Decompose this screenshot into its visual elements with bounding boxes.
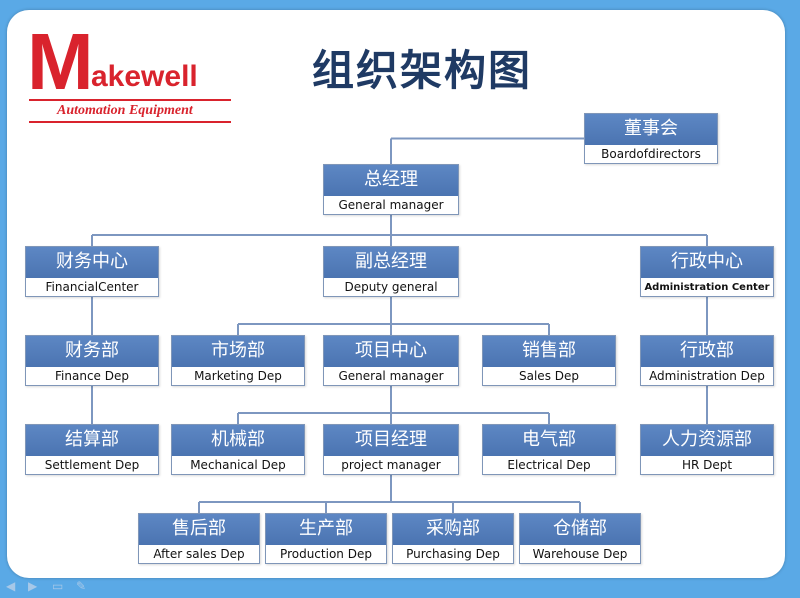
org-node-cn-label: 副总经理 bbox=[324, 247, 458, 278]
org-node-warehouse: 仓储部 Warehouse Dep bbox=[519, 513, 641, 564]
org-node-cn-label: 结算部 bbox=[26, 425, 158, 456]
slide-canvas: M akewell Automation Equipment 组织架构图 董事会… bbox=[7, 10, 785, 578]
arrow-left-icon[interactable]: ◀ bbox=[6, 579, 16, 593]
org-node-cn-label: 行政部 bbox=[641, 336, 773, 367]
org-node-en-label: After sales Dep bbox=[153, 547, 245, 561]
org-node-en-label: Electrical Dep bbox=[507, 458, 591, 472]
logo-rule-bottom bbox=[29, 121, 231, 123]
org-node-en-label: HR Dept bbox=[681, 458, 733, 472]
org-node-cn-label: 总经理 bbox=[324, 165, 458, 196]
slide-nav[interactable]: ◀ ▶ ▭ ✎ bbox=[0, 578, 100, 596]
slide-icon[interactable]: ▭ bbox=[52, 579, 64, 593]
org-node-cn-label: 电气部 bbox=[483, 425, 615, 456]
org-node-cn-label: 仓储部 bbox=[520, 514, 640, 545]
org-node-deputy: 副总经理 Deputy general bbox=[323, 246, 459, 297]
org-node-project-center: 项目中心 General manager bbox=[323, 335, 459, 386]
org-node-marketing: 市场部 Marketing Dep bbox=[171, 335, 305, 386]
org-node-en-label: Administration Center bbox=[644, 282, 770, 293]
org-node-after-sales: 售后部 After sales Dep bbox=[138, 513, 260, 564]
arrow-right-icon[interactable]: ▶ bbox=[28, 579, 38, 593]
org-node-gm: 总经理 General manager bbox=[323, 164, 459, 215]
org-node-en-label: Mechanical Dep bbox=[190, 458, 286, 472]
org-node-board: 董事会 Boardofdirectors bbox=[584, 113, 718, 164]
chart-title: 组织架构图 bbox=[312, 46, 533, 95]
org-node-cn-label: 项目中心 bbox=[324, 336, 458, 367]
org-node-mechanical: 机械部 Mechanical Dep bbox=[171, 424, 305, 475]
org-node-cn-label: 市场部 bbox=[172, 336, 304, 367]
org-node-finance-dep: 财务部 Finance Dep bbox=[25, 335, 159, 386]
org-node-cn-label: 采购部 bbox=[393, 514, 513, 545]
org-node-purchasing: 采购部 Purchasing Dep bbox=[392, 513, 514, 564]
logo-tagline: Automation Equipment bbox=[57, 103, 193, 118]
org-node-en-label: Production Dep bbox=[280, 547, 372, 561]
org-node-finance-center: 财务中心 FinancialCenter bbox=[25, 246, 159, 297]
org-node-en-label: Purchasing Dep bbox=[406, 547, 500, 561]
pen-icon[interactable]: ✎ bbox=[76, 579, 87, 593]
org-node-hr: 人力资源部 HR Dept bbox=[640, 424, 774, 475]
org-node-cn-label: 项目经理 bbox=[324, 425, 458, 456]
org-node-cn-label: 销售部 bbox=[483, 336, 615, 367]
org-node-admin-dep: 行政部 Administration Dep bbox=[640, 335, 774, 386]
org-node-settlement: 结算部 Settlement Dep bbox=[25, 424, 159, 475]
org-node-en-label: Administration Dep bbox=[649, 369, 765, 383]
org-node-cn-label: 董事会 bbox=[585, 114, 717, 145]
org-node-en-label: Sales Dep bbox=[519, 369, 579, 383]
org-node-project-manager: 项目经理 project manager bbox=[323, 424, 459, 475]
org-node-admin-center: 行政中心 Administration Center bbox=[640, 246, 774, 297]
org-node-cn-label: 人力资源部 bbox=[641, 425, 773, 456]
org-node-cn-label: 售后部 bbox=[139, 514, 259, 545]
org-node-en-label: General manager bbox=[338, 198, 444, 212]
org-node-cn-label: 财务部 bbox=[26, 336, 158, 367]
org-node-en-label: project manager bbox=[341, 458, 441, 472]
org-node-en-label: Boardofdirectors bbox=[601, 147, 701, 161]
org-node-en-label: Settlement Dep bbox=[44, 458, 140, 472]
org-node-en-label: Deputy general bbox=[344, 280, 438, 294]
org-node-cn-label: 生产部 bbox=[266, 514, 386, 545]
org-node-cn-label: 行政中心 bbox=[641, 247, 773, 278]
logo-rule-top bbox=[29, 99, 231, 101]
org-node-cn-label: 财务中心 bbox=[26, 247, 158, 278]
org-node-sales: 销售部 Sales Dep bbox=[482, 335, 616, 386]
logo-wordmark: akewell bbox=[91, 60, 198, 93]
org-node-en-label: FinancialCenter bbox=[45, 280, 139, 294]
company-logo: M akewell Automation Equipment bbox=[27, 22, 242, 123]
org-node-en-label: Marketing Dep bbox=[194, 369, 282, 383]
org-node-en-label: General manager bbox=[338, 369, 444, 383]
org-node-electrical: 电气部 Electrical Dep bbox=[482, 424, 616, 475]
org-node-cn-label: 机械部 bbox=[172, 425, 304, 456]
org-connectors bbox=[91, 137, 708, 513]
org-node-en-label: Finance Dep bbox=[55, 369, 129, 383]
logo-initial: M bbox=[27, 17, 94, 106]
org-node-en-label: Warehouse Dep bbox=[532, 547, 628, 561]
org-node-production: 生产部 Production Dep bbox=[265, 513, 387, 564]
